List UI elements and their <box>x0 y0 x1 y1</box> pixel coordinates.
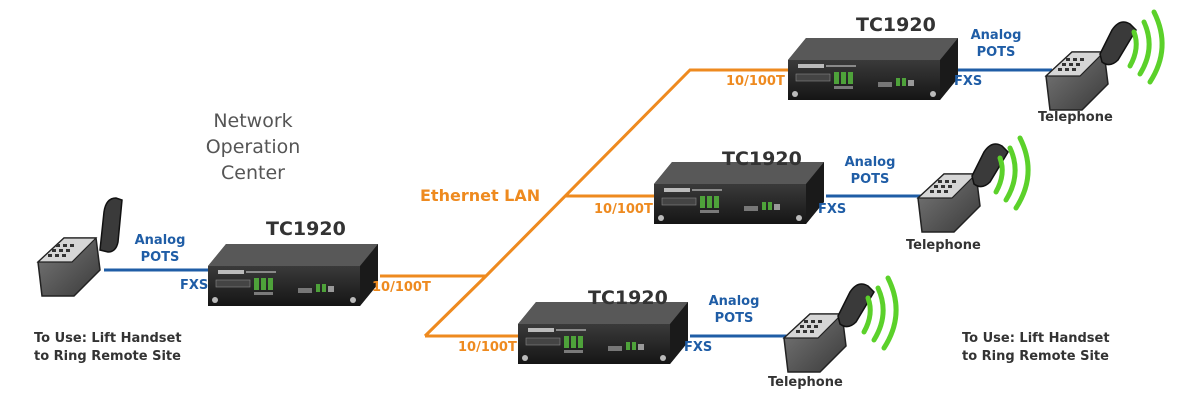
pots-label: POTS <box>976 45 1016 60</box>
port-label: 10/100T <box>458 340 517 355</box>
telephone-label: Telephone <box>768 375 843 390</box>
ring-signal-icon <box>1130 12 1162 82</box>
device-title: TC1920 <box>266 218 346 240</box>
analog-pots-label: Analog POTS <box>704 293 764 327</box>
analog-pots-label: Analog POTS <box>130 232 190 266</box>
usage-note-line1: To Use: Lift Handset <box>962 331 1110 346</box>
pots-label: POTS <box>850 172 890 187</box>
device-title: TC1920 <box>856 14 936 36</box>
analog-label: Analog <box>134 233 186 248</box>
analog-pots-label: Analog POTS <box>840 154 900 188</box>
ethernet-links <box>380 68 790 338</box>
tc1920-device-middle <box>653 161 825 225</box>
usage-note-right: To Use: Lift Handset to Ring Remote Site <box>962 330 1110 366</box>
noc-label-line1: Network <box>213 110 293 132</box>
telephone-icon <box>1045 21 1137 111</box>
ethernet-backbone <box>423 68 790 338</box>
pots-label: POTS <box>140 250 180 265</box>
port-label: 10/100T <box>372 280 431 295</box>
noc-label: Network Operation Center <box>188 108 318 186</box>
device-title: TC1920 <box>722 148 802 170</box>
pots-links <box>104 68 1052 338</box>
usage-note-line2: to Ring Remote Site <box>962 349 1109 364</box>
port-label: 10/100T <box>594 202 653 217</box>
pots-label: POTS <box>714 311 754 326</box>
telephone-icon <box>917 143 1009 233</box>
fxs-label: FXS <box>954 74 983 89</box>
fxs-label: FXS <box>818 202 847 217</box>
analog-label: Analog <box>844 155 896 170</box>
noc-label-line2: Operation <box>205 136 301 158</box>
device-title: TC1920 <box>588 287 668 309</box>
telephone-label: Telephone <box>906 238 981 253</box>
usage-note-line2: to Ring Remote Site <box>34 349 181 364</box>
ethernet-lan-label: Ethernet LAN <box>420 186 541 205</box>
tc1920-device-noc <box>207 243 379 307</box>
fxs-label: FXS <box>684 340 713 355</box>
telephone-icon <box>36 197 123 297</box>
tc1920-device-top <box>787 37 959 101</box>
telephone-label: Telephone <box>1038 110 1113 125</box>
analog-label: Analog <box>708 294 760 309</box>
tc1920-device-bottom <box>517 301 689 365</box>
analog-label: Analog <box>970 28 1022 43</box>
port-label: 10/100T <box>726 74 785 89</box>
noc-label-line3: Center <box>221 162 285 184</box>
usage-note-left: To Use: Lift Handset to Ring Remote Site <box>34 330 182 366</box>
fxs-label: FXS <box>180 278 209 293</box>
usage-note-line1: To Use: Lift Handset <box>34 331 182 346</box>
analog-pots-label: Analog POTS <box>966 27 1026 61</box>
telephone-icon <box>783 283 875 373</box>
